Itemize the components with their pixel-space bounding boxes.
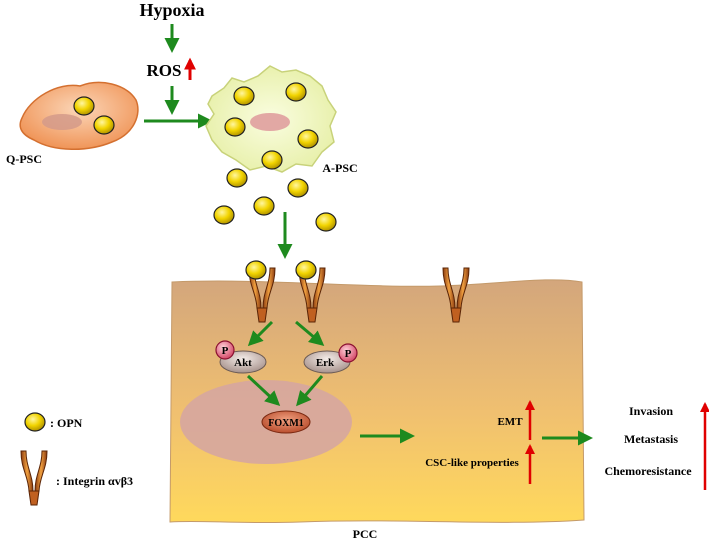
legend-integrin-label: : Integrin αvβ3 <box>56 474 133 488</box>
a-psc-label: A-PSC <box>322 161 357 175</box>
metastasis-label: Metastasis <box>624 432 678 446</box>
akt-phospho-badge: P <box>215 340 235 360</box>
akt-to-foxm1-arrow <box>246 374 281 407</box>
opn-particle <box>253 196 275 216</box>
hypoxia-label: Hypoxia <box>139 0 204 20</box>
foxm1-factor: FOXM1 <box>261 410 311 434</box>
opn-particle <box>213 205 235 225</box>
opn-particle <box>224 117 246 137</box>
invasion-label: Invasion <box>629 404 673 418</box>
pcc-label: PCC <box>353 527 378 541</box>
integrin-to-erk-arrow <box>295 320 325 346</box>
akt-label: Akt <box>234 357 252 369</box>
opn-particle <box>297 129 319 149</box>
opn-particle <box>226 168 248 188</box>
legend-integrin-icon <box>20 450 48 506</box>
a-psc-nucleus <box>250 113 290 131</box>
svg-text:P: P <box>345 348 352 360</box>
q-psc-nucleus <box>42 114 82 130</box>
opn-bound <box>245 260 267 280</box>
erk-kinase: Erk <box>303 350 351 374</box>
opn-bound <box>295 260 317 280</box>
foxm1-label: FOXM1 <box>268 418 304 429</box>
emt-label: EMT <box>497 416 523 428</box>
chemoresistance-label: Chemoresistance <box>604 464 692 478</box>
opn-particle <box>315 212 337 232</box>
erk-phospho-badge: P <box>338 343 358 363</box>
opn-particle <box>233 86 255 106</box>
a-psc-cell <box>205 65 337 173</box>
legend: : OPN : Integrin αvβ3 <box>20 412 133 506</box>
opn-particle <box>261 150 283 170</box>
csc-label: CSC-like properties <box>425 457 519 469</box>
svg-text:P: P <box>222 345 229 357</box>
opn-particle <box>73 96 95 116</box>
erk-to-foxm1-arrow <box>296 375 324 407</box>
opn-particle <box>285 82 307 102</box>
legend-opn-icon <box>24 412 46 432</box>
erk-label: Erk <box>316 357 335 369</box>
opn-particle <box>287 178 309 198</box>
opn-particle <box>93 115 115 135</box>
legend-opn-label: : OPN <box>50 416 83 430</box>
q-psc-label: Q-PSC <box>6 152 42 166</box>
integrin-to-akt-arrow <box>247 320 274 347</box>
q-psc-cell <box>19 81 139 150</box>
ros-label: ROS <box>147 61 182 80</box>
